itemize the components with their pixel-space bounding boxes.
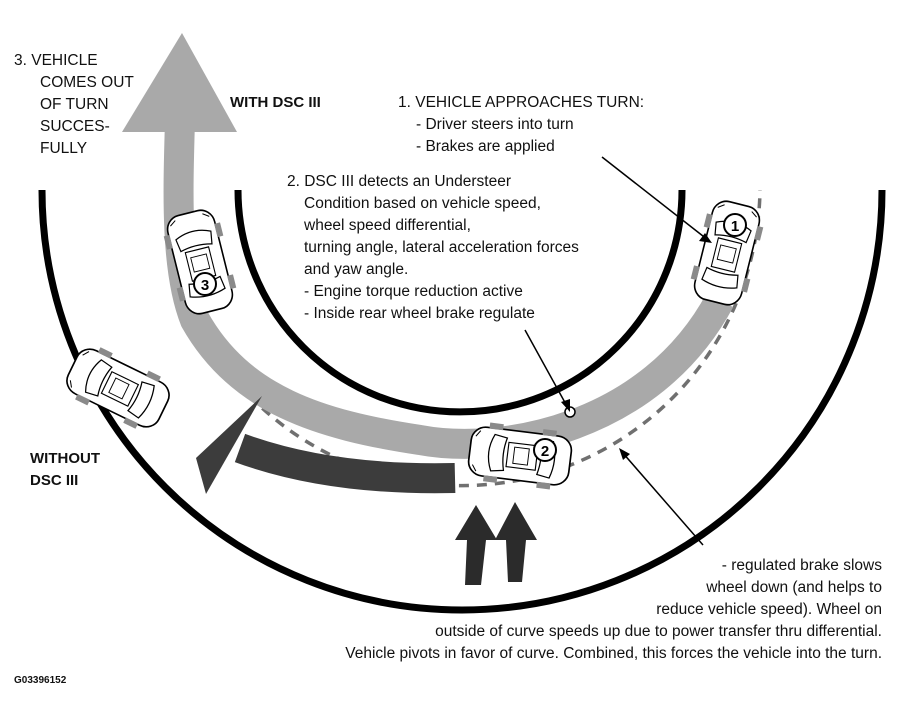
- push-arrow-left: [455, 505, 497, 585]
- leader-line-step2: [524, 329, 569, 409]
- step3-text: 3. VEHICLE COMES OUT OF TURN SUCCES- FUL…: [14, 50, 134, 160]
- step3-line-2: COMES OUT: [40, 74, 134, 91]
- leader-line-step1: [601, 156, 709, 241]
- road-inner-edge: [234, 189, 686, 416]
- step1-line-3: - Brakes are applied: [416, 138, 555, 155]
- note-text: - regulated brake slows wheel down (and …: [345, 555, 882, 665]
- step1-text: 1. VEHICLE APPROACHES TURN: - Driver ste…: [398, 92, 644, 158]
- step2-line-7: - Inside rear wheel brake regulate: [304, 305, 535, 322]
- without-dsc-arrow: [234, 433, 456, 494]
- step2-text: 2. DSC III detects an Understeer Conditi…: [287, 171, 579, 325]
- step3-line-4: SUCCES-: [40, 118, 110, 135]
- note-line-5: Vehicle pivots in favor of curve. Combin…: [345, 645, 882, 662]
- figure-code: G03396152: [14, 675, 67, 686]
- with-dsc-label: WITH DSC III: [230, 94, 321, 111]
- leader-arrow-step2: [561, 399, 570, 412]
- leader-line-note: [621, 451, 704, 546]
- step3-line-5: FULLY: [40, 140, 88, 157]
- car-1: [685, 196, 769, 310]
- step2-line-6: - Engine torque reduction active: [304, 283, 523, 300]
- without-dsc-line-1: WITHOUT: [30, 450, 100, 467]
- step2-line-5: and yaw angle.: [304, 261, 409, 278]
- car-1-number-circle: [723, 213, 747, 237]
- without-dsc-arrowhead: [196, 396, 262, 494]
- note-line-3: reduce vehicle speed). Wheel on: [656, 601, 882, 618]
- with-dsc-arrowhead: [122, 33, 237, 132]
- dashed-path: [164, 189, 762, 488]
- car-3-number: 3: [201, 277, 209, 294]
- step2-line-4: turning angle, lateral acceleration forc…: [304, 239, 579, 256]
- push-arrow-right: [495, 502, 537, 582]
- without-dsc-line-2: DSC III: [30, 472, 79, 489]
- car-1-number: 1: [731, 218, 739, 235]
- car-2-number-circle: [533, 438, 557, 462]
- step1-line-2: - Driver steers into turn: [416, 116, 574, 133]
- step2-line-1: 2. DSC III detects an Understeer: [287, 173, 511, 190]
- step1-line-1: 1. VEHICLE APPROACHES TURN:: [398, 94, 645, 111]
- step3-line-1: 3. VEHICLE: [14, 52, 98, 69]
- leader-arrow-note: [619, 448, 630, 460]
- note-line-2: wheel down (and helps to: [706, 579, 882, 596]
- step2-line-2: Condition based on vehicle speed,: [304, 195, 541, 212]
- note-line-4: outside of curve speeds up due to power …: [435, 623, 882, 640]
- leader-arrow-step1: [699, 233, 712, 243]
- without-dsc-label: WITHOUT DSC III: [30, 448, 100, 492]
- step3-line-3: OF TURN: [40, 96, 109, 113]
- step2-line-3: wheel speed differential,: [304, 217, 471, 234]
- car-3-number-circle: [193, 272, 217, 296]
- note-line-1: - regulated brake slows: [721, 557, 882, 574]
- car-2-number: 2: [541, 443, 549, 460]
